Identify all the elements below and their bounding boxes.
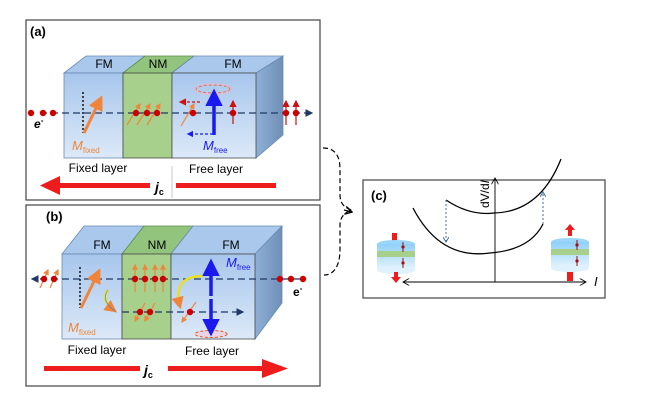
electron	[153, 109, 161, 117]
nm-front-face	[121, 253, 172, 340]
layer-label-fm-right: FM	[224, 57, 241, 71]
incoming-electrons	[276, 275, 307, 283]
mtj-stack-a	[62, 55, 285, 159]
fixed-layer-label: Fixed layer	[69, 161, 128, 175]
free-layer-label: Free layer	[189, 162, 243, 176]
low-resistance-curve	[412, 207, 544, 255]
high-resistance-curve	[445, 158, 562, 215]
layer-label-fm-right: FM	[222, 238, 239, 252]
curly-bracket	[322, 147, 353, 276]
nm-down-electrons	[134, 302, 156, 323]
electron	[49, 109, 57, 117]
panel-c: (c) dV/dI I	[362, 158, 606, 299]
panel-c-tag: (c)	[371, 188, 387, 203]
device-parallel-icon	[551, 224, 589, 281]
current-label-a: jc	[153, 179, 164, 197]
electron	[27, 109, 35, 117]
m-fixed-arrow	[82, 95, 103, 134]
layer-label-fm-left: FM	[95, 57, 112, 71]
layer-label-nm: NM	[149, 57, 168, 71]
device-antiparallel-icon	[377, 233, 415, 283]
current-label-b: jc	[142, 362, 153, 380]
current-arrow-a	[40, 176, 276, 195]
fm-left-front-face	[61, 253, 123, 340]
electron	[143, 109, 151, 117]
bracket-arrow	[343, 210, 352, 212]
free-layer-electron	[181, 301, 197, 323]
panel-b: (b) FM NM FM e- Mfixed	[25, 204, 321, 387]
electron	[132, 109, 140, 117]
free-layer-electron	[178, 98, 200, 127]
m-fixed-label: Mfixed	[68, 320, 96, 337]
electron	[39, 109, 47, 117]
polarized-electrons-nm	[126, 102, 161, 126]
m-fixed-label: Mfixed	[72, 138, 100, 155]
panel-a: (a) FM NM FM e- Mfixed	[25, 19, 321, 201]
x-axis-label: I	[594, 274, 598, 289]
incoming-electrons	[27, 109, 57, 117]
aligned-electron	[229, 99, 237, 124]
y-axis-label: dV/dI	[478, 179, 492, 208]
reflected-electrons-out	[39, 268, 59, 289]
m-free-label: Mfree	[203, 138, 228, 155]
free-layer-label: Free layer	[185, 344, 239, 358]
layer-label-nm: NM	[148, 238, 167, 252]
panel-a-tag: (a)	[30, 24, 46, 39]
reflection-curved-arrow	[171, 274, 204, 310]
outgoing-electrons	[282, 99, 300, 125]
fixed-layer-label: Fixed layer	[68, 343, 127, 357]
m-free-label: Mfree	[226, 255, 251, 272]
m-fixed-arrow	[79, 268, 101, 309]
electron-label: e-	[293, 284, 303, 299]
layer-label-fm-left: FM	[93, 238, 110, 252]
panel-b-tag: (b)	[46, 209, 63, 224]
nm-up-electrons	[131, 263, 167, 292]
current-arrow-b	[44, 359, 288, 378]
electron-label: e-	[34, 116, 44, 131]
